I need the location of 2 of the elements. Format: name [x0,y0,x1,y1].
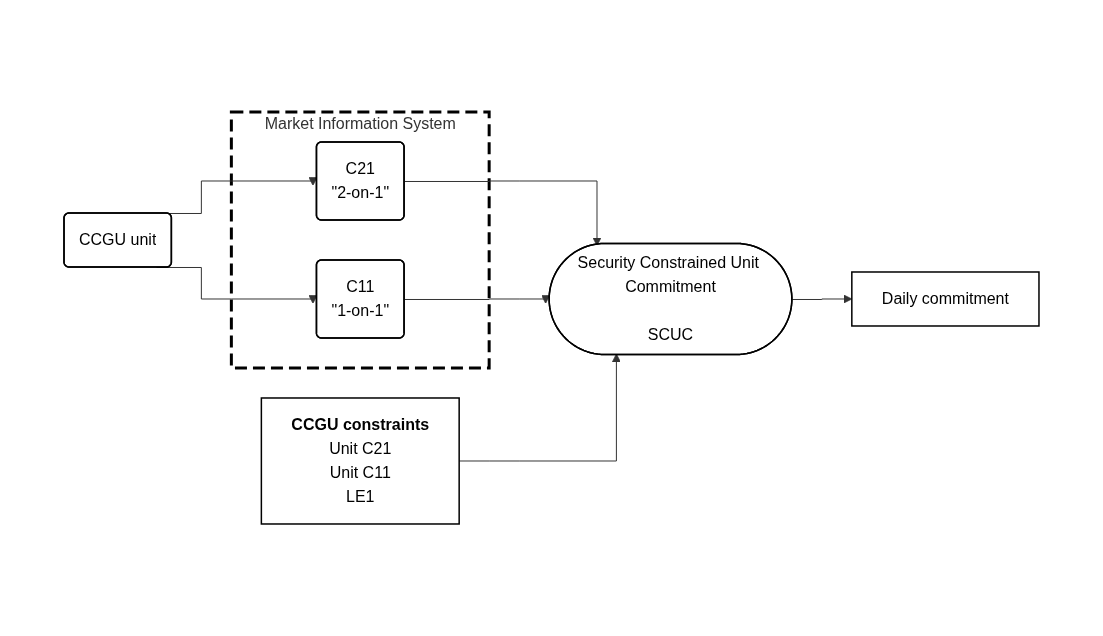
node-box: Daily commitment [851,271,1040,327]
node-box: CCGU constraints Unit C21 Unit C11 LE1 [260,397,460,525]
